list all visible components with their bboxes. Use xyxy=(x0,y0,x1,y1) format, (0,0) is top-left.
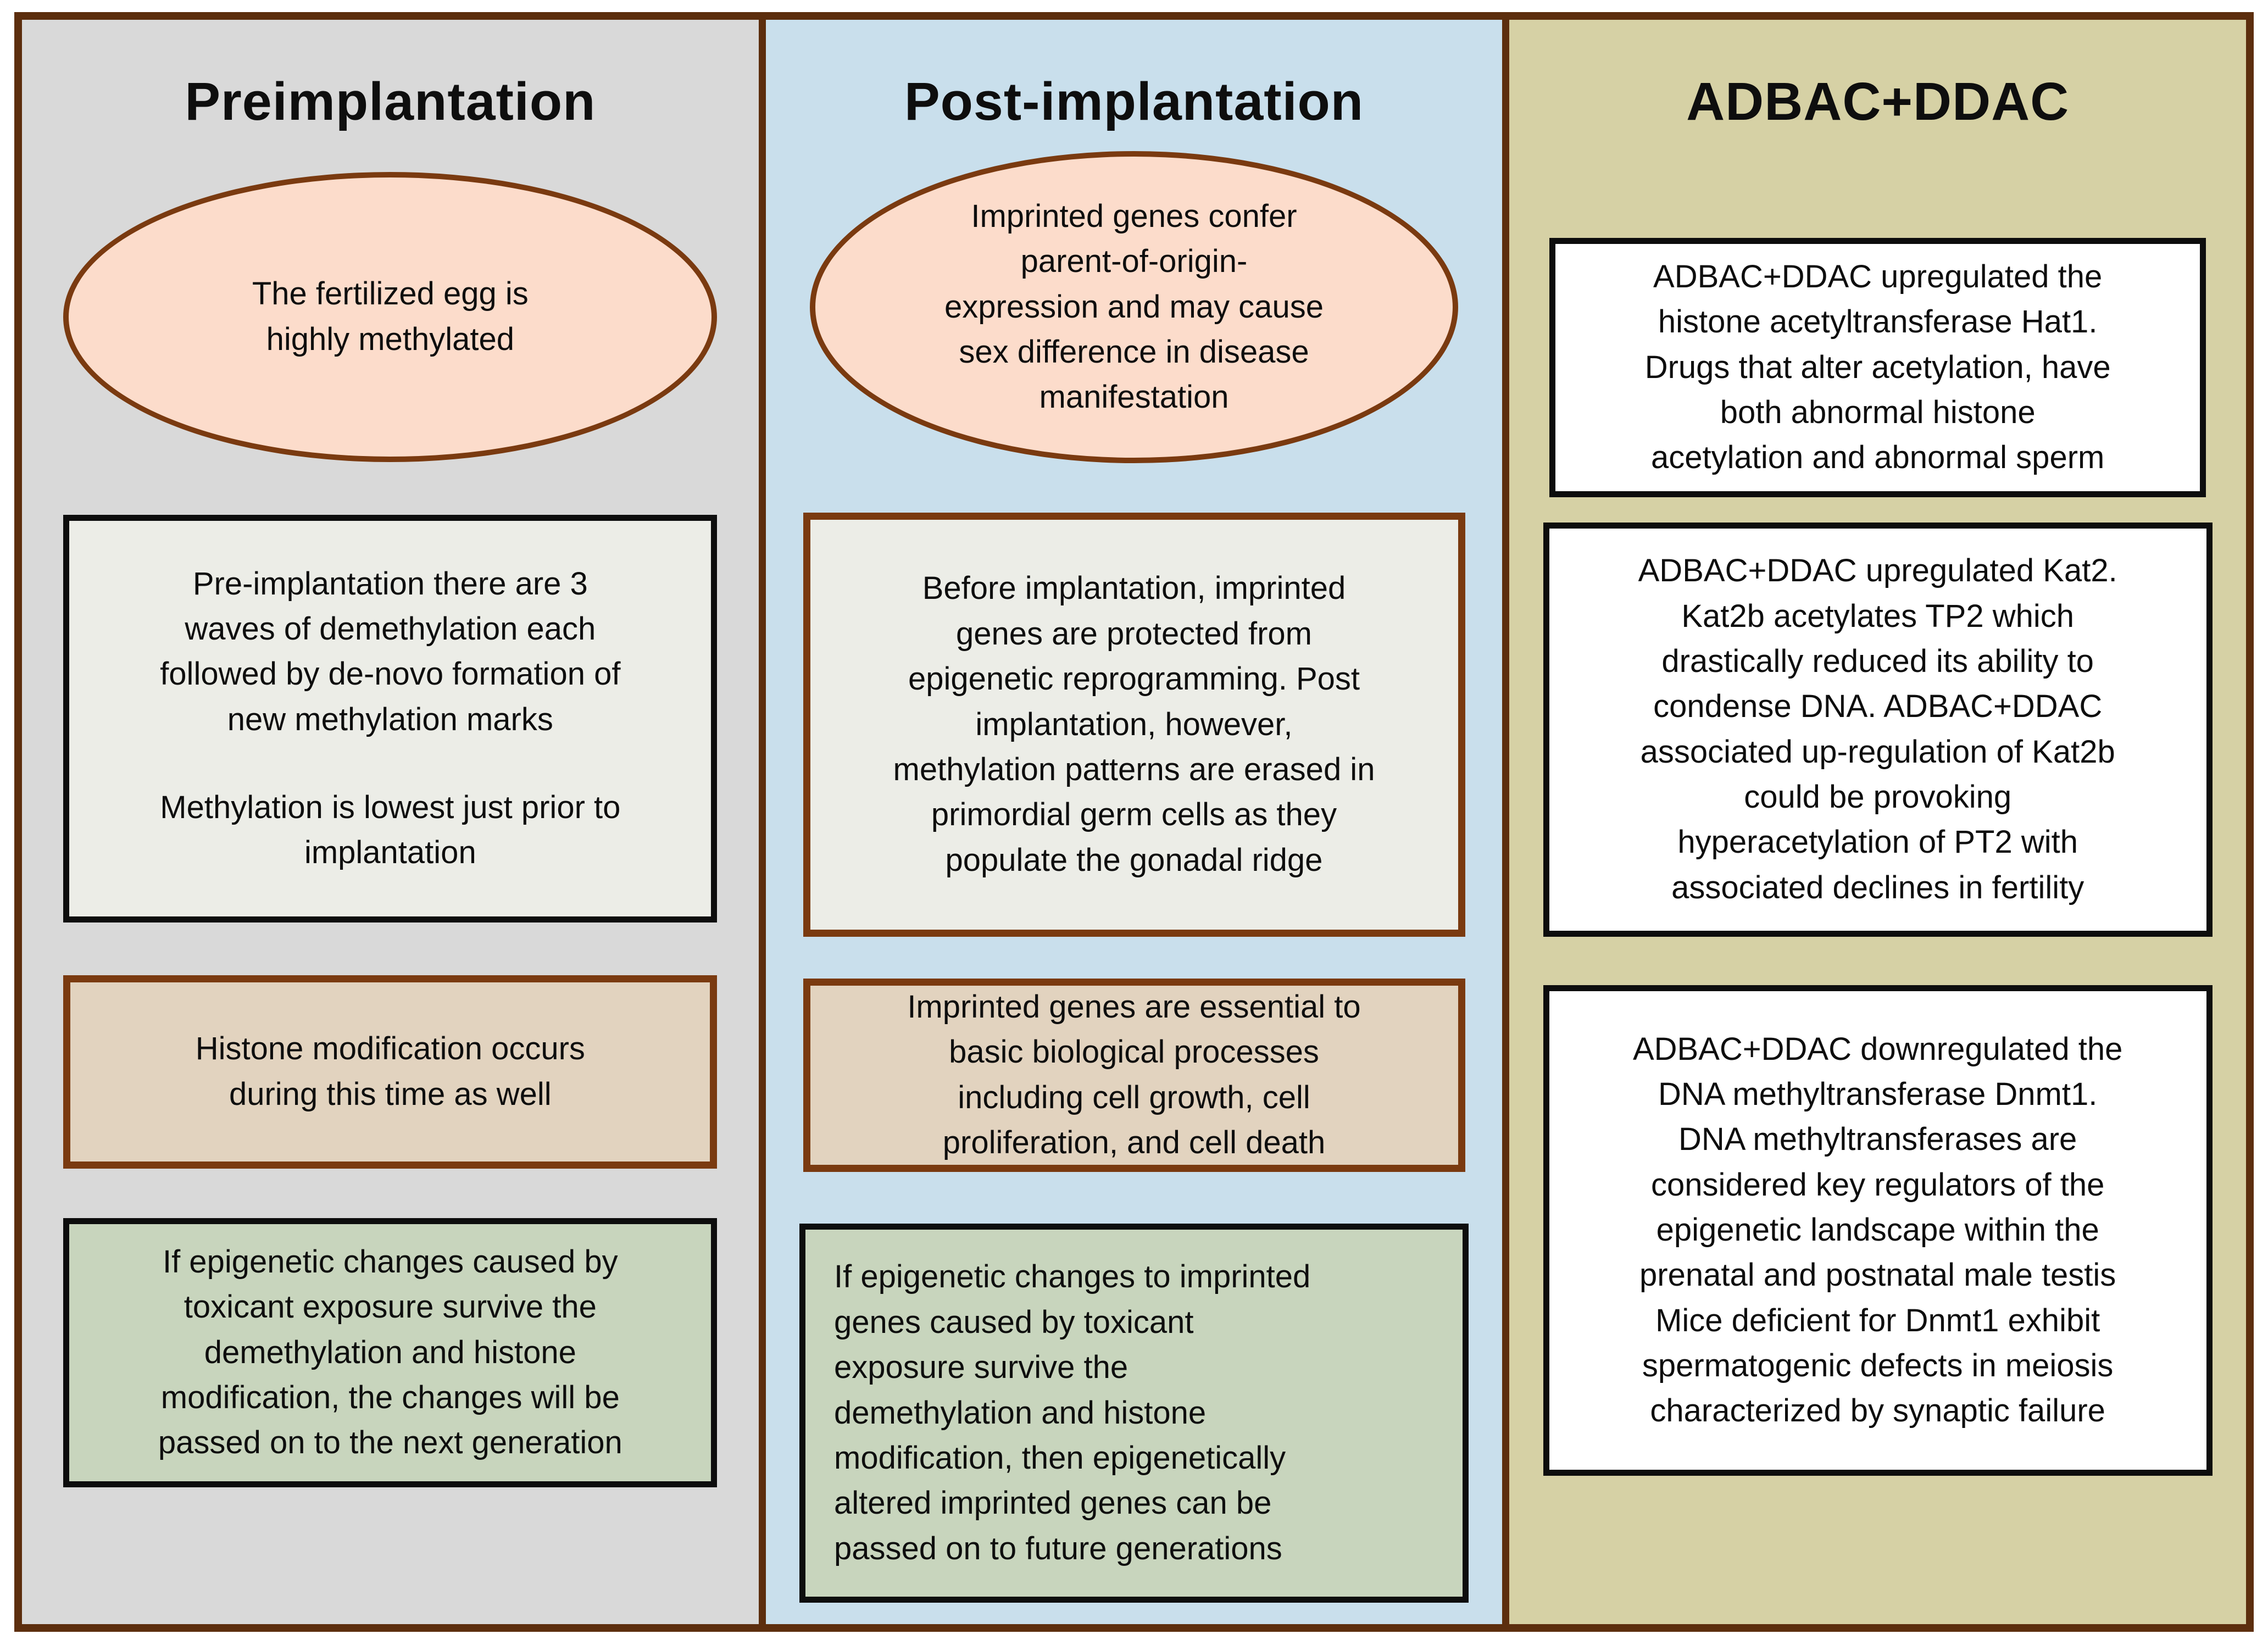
box-epigenetic-inheritance-text: If epigenetic changes caused by toxicant… xyxy=(158,1243,622,1461)
column-preimplantation: Preimplantation The fertilized egg is hi… xyxy=(22,20,759,1624)
ellipse-imprinted-genes-text: Imprinted genes confer parent-of-origin-… xyxy=(944,198,1324,415)
box-imprinted-genes-protection-text: Before implantation, imprinted genes are… xyxy=(893,570,1375,878)
diagram-frame: Preimplantation The fertilized egg is hi… xyxy=(14,12,2254,1632)
column-adbac-ddac: ADBAC+DDAC ADBAC+DDAC upregulated the hi… xyxy=(1502,20,2247,1624)
box-imprinted-genes-inheritance-text: If epigenetic changes to imprinted genes… xyxy=(834,1259,1311,1566)
column-title-postimplantation: Post-implantation xyxy=(904,71,1364,131)
ellipse-fertilized-egg-text: The fertilized egg is highly methylated xyxy=(252,276,529,357)
box-imprinted-genes-essential: Imprinted genes are essential to basic b… xyxy=(803,978,1465,1172)
box-epigenetic-inheritance: If epigenetic changes caused by toxicant… xyxy=(63,1218,718,1487)
box-imprinted-genes-essential-text: Imprinted genes are essential to basic b… xyxy=(907,988,1361,1161)
box-hat1-upregulation: ADBAC+DDAC upregulated the histone acety… xyxy=(1549,237,2206,497)
box-kat2-upregulation-text: ADBAC+DDAC upregulated Kat2. Kat2b acety… xyxy=(1638,553,2117,905)
box-dnmt1-downregulation-text: ADBAC+DDAC downregulated the DNA methylt… xyxy=(1632,1031,2123,1429)
ellipse-fertilized-egg: The fertilized egg is highly methylated xyxy=(63,171,718,462)
column-title-adbac-ddac: ADBAC+DDAC xyxy=(1686,71,2070,131)
ellipse-imprinted-genes: Imprinted genes confer parent-of-origin-… xyxy=(810,151,1458,463)
box-histone-modification: Histone modification occurs during this … xyxy=(63,975,718,1169)
box-demethylation-waves-paragraph-1: Pre-implantation there are 3 waves of de… xyxy=(160,565,621,737)
box-imprinted-genes-inheritance: If epigenetic changes to imprinted genes… xyxy=(799,1223,1469,1603)
box-demethylation-waves: Pre-implantation there are 3 waves of de… xyxy=(63,514,718,922)
box-kat2-upregulation: ADBAC+DDAC upregulated Kat2. Kat2b acety… xyxy=(1543,522,2213,937)
box-imprinted-genes-protection: Before implantation, imprinted genes are… xyxy=(803,512,1465,937)
box-histone-modification-text: Histone modification occurs during this … xyxy=(195,1031,585,1112)
box-demethylation-waves-paragraph-2: Methylation is lowest just prior to impl… xyxy=(160,790,621,871)
column-postimplantation: Post-implantation Imprinted genes confer… xyxy=(758,20,1503,1624)
box-dnmt1-downregulation: ADBAC+DDAC downregulated the DNA methylt… xyxy=(1543,985,2213,1476)
box-hat1-upregulation-text: ADBAC+DDAC upregulated the histone acety… xyxy=(1644,258,2111,476)
column-title-preimplantation: Preimplantation xyxy=(185,71,596,131)
